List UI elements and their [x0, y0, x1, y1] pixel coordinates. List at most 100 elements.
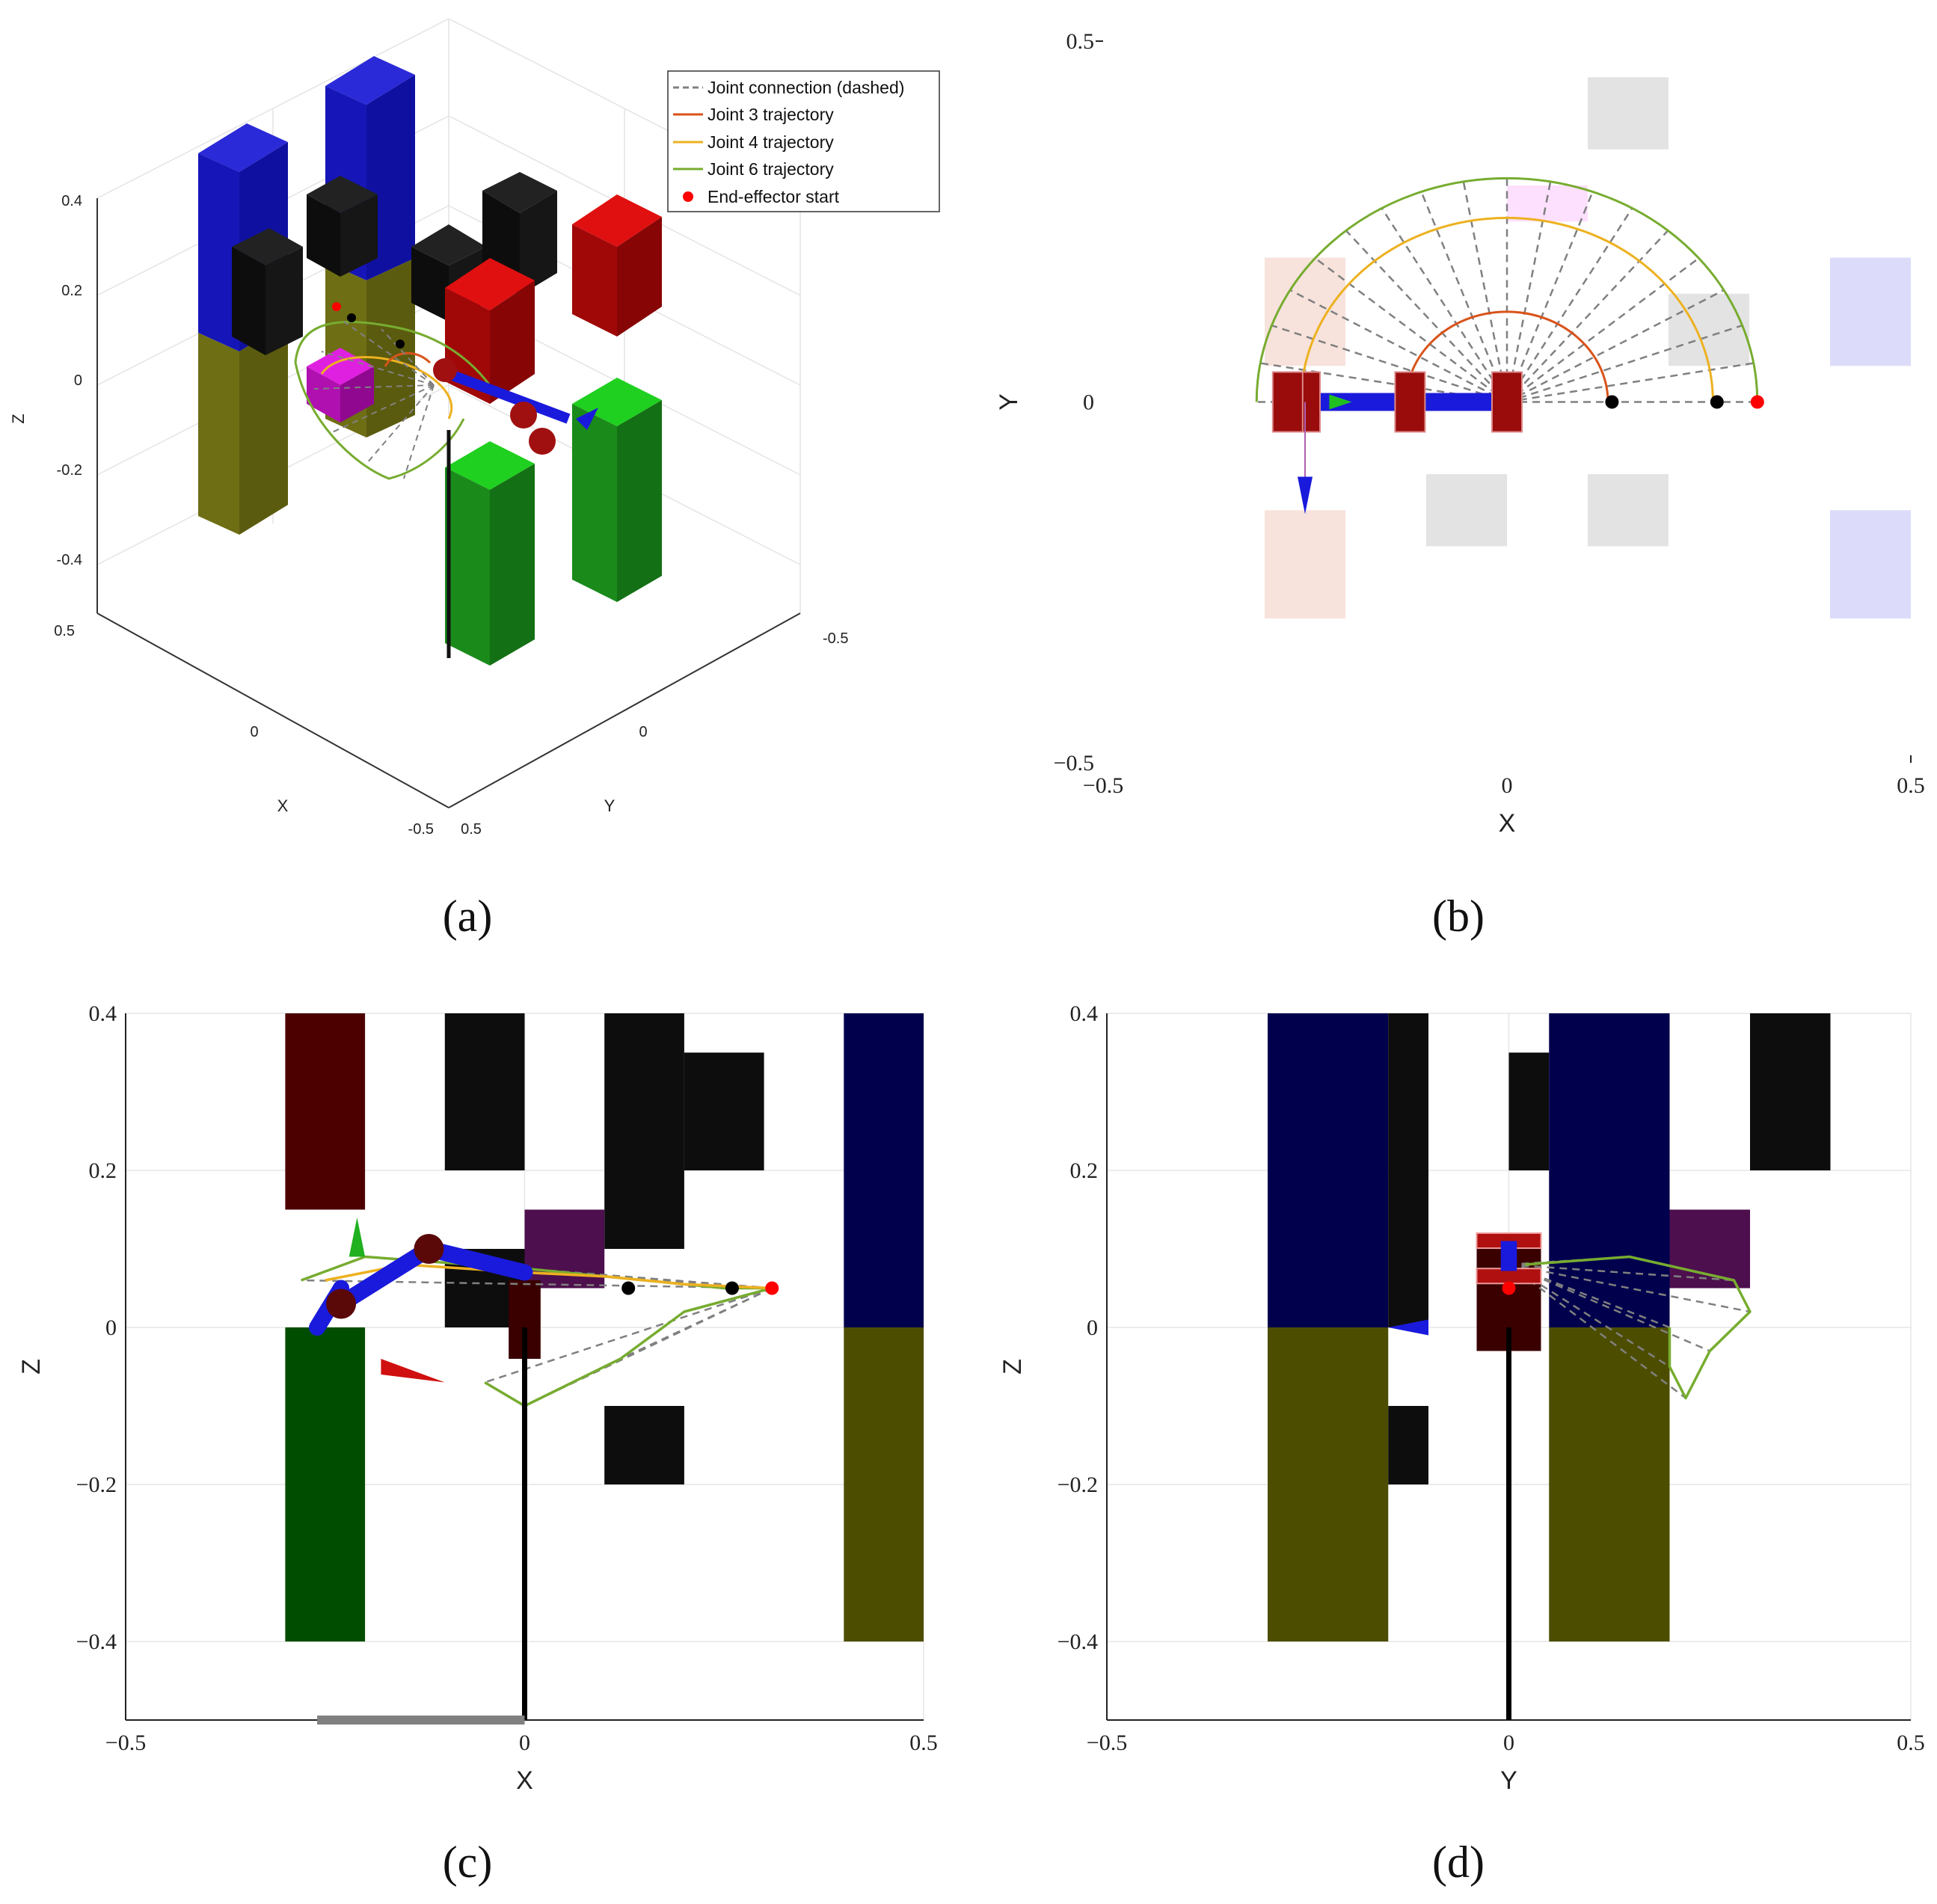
joint-connection-line	[1506, 362, 1754, 403]
robot-joint	[1491, 371, 1523, 433]
joint-connection-line	[1381, 207, 1508, 403]
caption-c: (c)	[443, 1837, 493, 1887]
robot-joint	[326, 1289, 357, 1319]
joint-connection-line	[1314, 257, 1508, 403]
obstacle-rect	[1508, 1052, 1550, 1170]
obstacle-block	[520, 191, 557, 295]
caption-d: (d)	[1432, 1837, 1485, 1887]
end-effector-start-marker	[1502, 1281, 1516, 1295]
obstacle-rect	[285, 1327, 366, 1642]
obstacle-block	[445, 441, 535, 490]
caption-b: (b)	[1432, 891, 1485, 941]
y-tick-label: −0.5	[1054, 751, 1094, 776]
joint-connection-line	[301, 1279, 773, 1289]
panel-a-y-ticks: 0.5 0 -0.5 Y	[461, 630, 848, 838]
obstacle-block	[340, 194, 378, 277]
joint-6-trajectory	[1255, 176, 1759, 402]
joint-connection-line	[1506, 230, 1669, 403]
joint-connection-line	[1508, 1263, 1751, 1313]
x-axis-label: Y	[1500, 1766, 1517, 1795]
obstacle-block	[307, 194, 340, 277]
joint-connection-line	[1506, 324, 1743, 403]
legend-label: Joint 6 trajectory	[707, 159, 834, 179]
obstacle-block	[232, 247, 265, 355]
obstacle-rect	[604, 1013, 684, 1249]
legend-entry: Joint 3 trajectory	[673, 105, 834, 124]
joint-connection-line	[1289, 289, 1508, 403]
obstacle-block	[445, 467, 490, 666]
obstacle-rect	[844, 1013, 924, 1327]
joint-marker	[725, 1281, 739, 1295]
y-tick-label: 0	[1087, 1315, 1098, 1340]
robot-joint	[414, 1234, 444, 1264]
y-tick-label: −0.4	[1057, 1630, 1098, 1654]
legend-entry: Joint 4 trajectory	[673, 132, 834, 152]
obstacle-block	[198, 153, 239, 351]
end-effector-start-marker	[1750, 395, 1764, 409]
obstacle-rect	[1669, 1209, 1750, 1289]
joint-marker	[396, 340, 405, 348]
joint-connection-line	[1345, 230, 1508, 403]
joint-3-trajectory	[1405, 310, 1609, 402]
obstacle-rect	[844, 1327, 924, 1642]
end-effector-start-marker	[332, 302, 341, 311]
panel-a-trajectories	[294, 302, 598, 658]
obstacle-rect	[1268, 1013, 1389, 1327]
joint-6-trajectory	[1524, 1255, 1752, 1400]
obstacle-block	[411, 247, 449, 322]
y-tick-label: 0.5	[1066, 29, 1095, 54]
obstacle-block	[445, 258, 535, 310]
legend-label: Joint 3 trajectory	[707, 105, 834, 124]
panel-a-robot	[433, 358, 598, 658]
y-tick-label: 0.2	[1070, 1158, 1099, 1183]
y-tick-label: 0.5	[461, 821, 482, 838]
legend-label: End-effector start	[707, 187, 840, 206]
y-tick-label: 0	[639, 724, 647, 740]
z-axis-label: Z	[9, 414, 28, 423]
obstacle-block	[572, 224, 617, 337]
y-tick-label: 0.2	[89, 1158, 117, 1183]
x-tick-label: 0	[519, 1731, 530, 1755]
joint-marker	[347, 313, 356, 322]
obstacle-rect	[604, 1406, 684, 1484]
x-tick-label: 0.5	[1897, 773, 1925, 798]
joint-connection-line	[1508, 1263, 1710, 1352]
legend-label: Joint 4 trajectory	[707, 132, 834, 152]
legend-label: Joint connection (dashed)	[707, 78, 904, 97]
y-axis-label: Z	[17, 1359, 46, 1375]
y-tick-label: −0.4	[76, 1630, 117, 1654]
obstacle-block	[307, 366, 340, 423]
obstacle-rect	[1265, 510, 1345, 618]
legend: Joint connection (dashed) Joint 3 trajec…	[667, 70, 940, 212]
x-tick-label: 0.5	[909, 1731, 938, 1755]
y-axis-label: Y	[995, 393, 1023, 411]
y-tick-label: −0.2	[76, 1472, 117, 1497]
x-tick-label: −0.5	[1083, 773, 1123, 798]
joint-4-trajectory	[1300, 217, 1714, 402]
end-effector-start-marker	[765, 1281, 779, 1295]
joint-connection-line	[1505, 207, 1633, 403]
robot-joint	[1394, 371, 1426, 433]
frame-arrow	[1329, 394, 1352, 410]
joint-connection-line	[1271, 324, 1508, 403]
obstacle-block	[265, 247, 303, 355]
obstacle-rect	[1830, 257, 1911, 366]
frame-arrow	[1388, 1319, 1428, 1336]
x-axis-label: X	[277, 796, 289, 815]
legend-box	[667, 70, 940, 212]
obstacle-rect	[444, 1013, 525, 1170]
obstacle-block	[232, 228, 303, 265]
obstacle-rect	[1426, 474, 1507, 547]
z-tick-label: -0.2	[57, 462, 82, 479]
obstacle-block	[239, 322, 288, 535]
obstacle-block	[307, 176, 378, 213]
obstacle-rect	[1388, 1013, 1428, 1327]
obstacle-block	[617, 217, 662, 337]
obstacle-block	[572, 404, 617, 602]
z-tick-label: -0.4	[57, 552, 82, 568]
obstacle-rect	[285, 1013, 366, 1210]
legend-entry: End-effector start	[683, 187, 840, 206]
x-tick-label: -0.5	[408, 821, 434, 838]
